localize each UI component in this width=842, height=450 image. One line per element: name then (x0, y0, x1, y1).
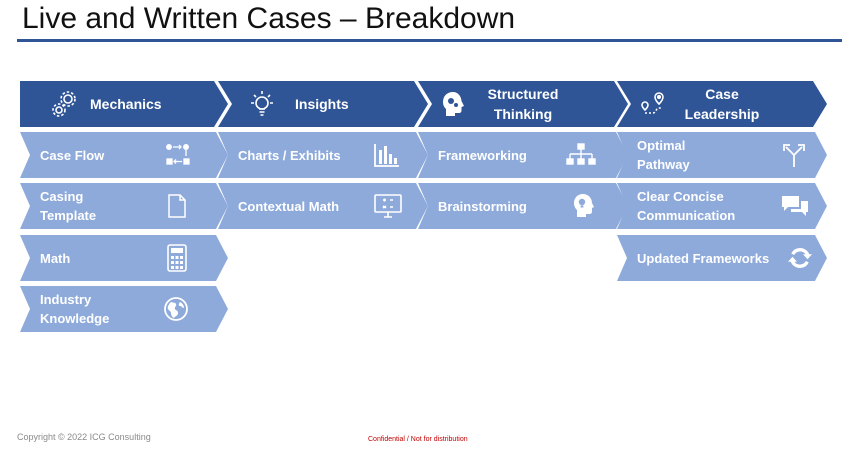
item-casing-template: Casing Template (20, 183, 228, 229)
header-label: Case Leadership (684, 86, 760, 122)
item-label: Contextual Math (238, 198, 340, 214)
item-label: Case Flow (40, 147, 105, 163)
header-mechanics: Mechanics (20, 81, 228, 127)
page-title: Live and Written Cases – Breakdown (22, 2, 516, 35)
item-frameworking: Frameworking (418, 132, 628, 178)
item-contextual-math: Contextual Math (218, 183, 428, 229)
gears-icon (50, 89, 80, 119)
item-clear-concise-communication: Clear Concise Communication (617, 183, 827, 229)
item-updated-frameworks: Updated Frameworks (617, 235, 827, 281)
refresh-icon (787, 245, 813, 271)
split-arrow-icon (781, 141, 807, 169)
bar-chart-icon (373, 142, 401, 168)
item-label: Casing Template (40, 189, 97, 223)
chat-bubbles-icon (780, 194, 810, 218)
item-optimal-pathway: Optimal Pathway (617, 132, 827, 178)
header-label: Insights (295, 96, 349, 112)
globe-icon (163, 296, 189, 322)
item-label: Updated Frameworks (637, 250, 770, 266)
calculator-icon (167, 244, 187, 272)
copyright-text: Copyright © 2022 ICG Consulting (17, 432, 151, 442)
header-structured-thinking: Structured Thinking (418, 81, 628, 127)
header-label: Mechanics (90, 96, 162, 112)
item-label: Optimal Pathway (637, 138, 690, 172)
org-chart-icon (566, 142, 596, 168)
item-label: Clear Concise Communication (637, 189, 736, 223)
confidential-notice: Confidential / Not for distribution (368, 436, 468, 443)
item-charts-exhibits: Charts / Exhibits (218, 132, 428, 178)
item-industry-knowledge: Industry Knowledge (20, 286, 228, 332)
flow-steps-icon (165, 142, 191, 168)
lightbulb-icon (246, 88, 278, 120)
route-icon (639, 90, 667, 118)
item-label: Frameworking (438, 147, 527, 163)
document-icon (166, 193, 188, 219)
header-label: Structured Thinking (487, 86, 559, 122)
item-label: Charts / Exhibits (238, 147, 341, 163)
head-bulb-icon (571, 192, 595, 220)
item-label: Brainstorming (438, 198, 527, 214)
item-label: Math (40, 250, 71, 266)
monitor-math-icon (374, 193, 402, 219)
item-case-flow: Case Flow (20, 132, 228, 178)
item-math: Math (20, 235, 228, 281)
header-case-leadership: Case Leadership (617, 81, 827, 127)
head-gears-icon (440, 90, 466, 118)
item-brainstorming: Brainstorming (418, 183, 628, 229)
item-label: Industry Knowledge (40, 292, 110, 326)
header-insights: Insights (218, 81, 428, 127)
title-divider (17, 39, 842, 42)
